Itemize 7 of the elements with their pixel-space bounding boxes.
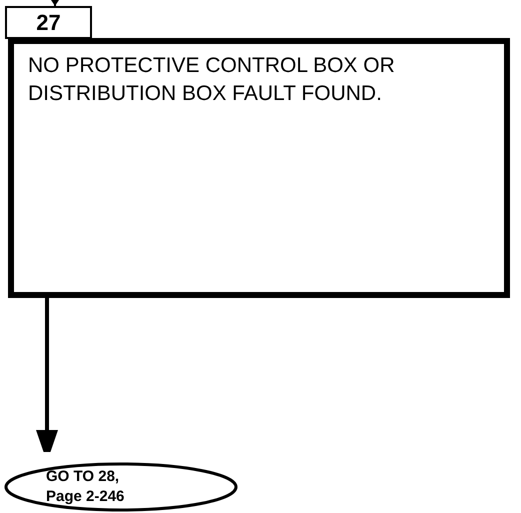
- step-box: [8, 38, 510, 298]
- arrow: [51, 0, 59, 6]
- step-text: GO TO 28, Page 2-246: [46, 467, 126, 507]
- step-text: NO PROTECTIVE CONTROL BOX OR DISTRIBUTION BOX FAULT FOUND.: [28, 54, 395, 105]
- step-number-box: [5, 6, 92, 39]
- step-text: 27: [36, 9, 61, 37]
- goto-ellipse: [4, 462, 238, 512]
